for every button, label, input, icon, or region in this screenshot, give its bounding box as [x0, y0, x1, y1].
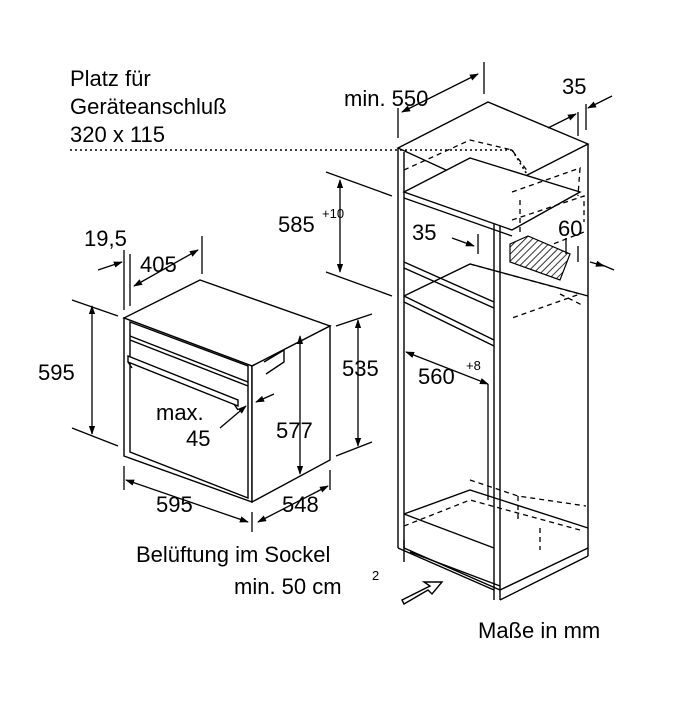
opening-height-tolerance: +10 [322, 206, 344, 221]
opening-height-label: 585 [278, 212, 315, 237]
connection-label-line2: Geräteanschluß [70, 94, 227, 119]
labels: Platz für Geräteanschluß 320 x 115 min. … [38, 66, 600, 643]
oven-depth-top-label: 405 [140, 252, 177, 277]
ventilation-area-exponent: 2 [372, 568, 379, 583]
opening-width-tolerance: +8 [466, 358, 481, 373]
front-offset-label: 19,5 [84, 226, 127, 251]
door-height-label: 577 [276, 418, 313, 443]
ventilation-area-label: min. 50 cm [234, 574, 342, 599]
oven-inner-height-label: 535 [342, 356, 379, 381]
units-note: Maße in mm [478, 618, 600, 643]
oven-drawing [122, 279, 332, 504]
ventilation-arrow-icon [401, 581, 444, 605]
cabinet-depth-label: min. 550 [344, 86, 428, 111]
connection-label-line3: 320 x 115 [70, 122, 165, 147]
rear-gap-label: 35 [562, 74, 586, 99]
oven-depth-label: 548 [282, 492, 319, 517]
cabinet-drawing [396, 101, 590, 601]
dimension-lines [71, 62, 615, 532]
vent-width-label: 60 [558, 216, 582, 241]
door-gap-label-line1: max. [156, 400, 204, 425]
vent-depth-label: 35 [412, 220, 436, 245]
vent-block [509, 235, 571, 281]
oven-height-label: 595 [38, 360, 75, 385]
oven-width-label: 595 [156, 492, 193, 517]
cabinet-hidden-lines [403, 139, 587, 550]
opening-width-label: 560 [418, 364, 455, 389]
door-gap-label-line2: 45 [186, 426, 210, 451]
connection-label-line1: Platz für [70, 66, 151, 91]
ventilation-label: Belüftung im Sockel [136, 542, 330, 567]
